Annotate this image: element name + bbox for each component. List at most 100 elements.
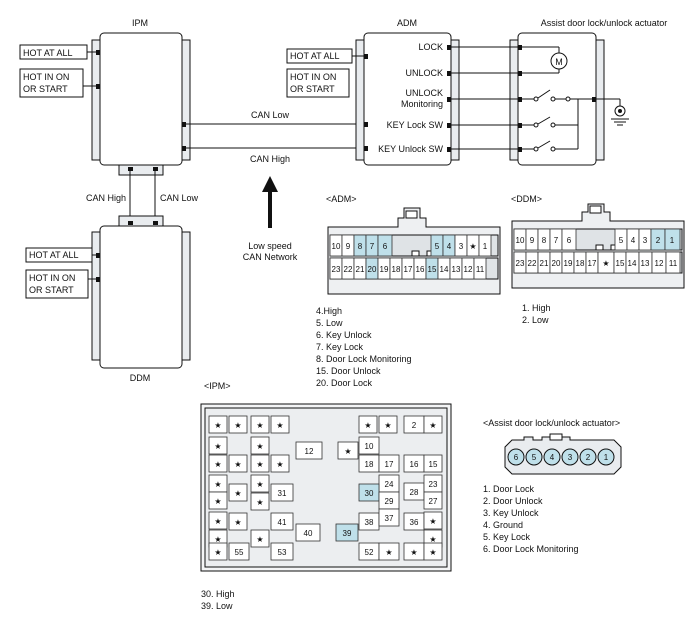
adm-title: ADM: [397, 18, 417, 28]
ddm-pin-label: 20: [552, 259, 561, 268]
adm-pin-label: 6: [383, 242, 388, 251]
adm-legend-item: 4.High: [316, 306, 342, 316]
ipm-pin: [270, 542, 294, 561]
ipm-pin-label: 55: [235, 548, 244, 557]
adm-pin-label: 23: [332, 265, 341, 274]
adm-hot-at-all-label: HOT AT ALL: [290, 51, 340, 61]
actuator-pin-label: 6: [514, 453, 519, 462]
adm-module: ADM LOCK UNLOCK UNLOCK Monitoring KEY Lo…: [355, 18, 460, 166]
ddm-pin-label: 12: [655, 259, 664, 268]
ddm-pin-label: 2: [656, 236, 661, 245]
adm-legend-item: 20. Door Lock: [316, 378, 373, 388]
can-network-label-1: Low speed: [248, 241, 292, 251]
adm-legend-item: 5. Low: [316, 318, 343, 328]
ipm-legend-item: 30. High: [201, 589, 235, 599]
can-high-label-left: CAN High: [86, 193, 126, 203]
adm-connector: <ADM> 10 9 8 7 6 5 4 3 ★ 1 23 22 21 20 1…: [316, 194, 501, 388]
ipm-pin-label: ★: [234, 460, 241, 469]
ipm-pin: [208, 542, 228, 561]
ddm-pin-label: 23: [516, 259, 525, 268]
ipm-pin: [378, 508, 400, 527]
ddm-pin-label: 19: [564, 259, 573, 268]
ground-icon: [596, 98, 629, 126]
adm-pin-label: 17: [404, 265, 413, 274]
ipm-hot-at-all-label: HOT AT ALL: [23, 48, 73, 58]
ipm-pin: [270, 454, 290, 473]
ipm-pin-label: ★: [256, 535, 263, 544]
ddm-module: DDM: [91, 215, 191, 383]
ipm-title: IPM: [132, 18, 148, 28]
ddm-pin-label: ★: [602, 259, 609, 268]
ipm-pin: [358, 436, 380, 455]
ipm-pin: [295, 523, 321, 542]
ddm-pin: [665, 251, 681, 274]
ddm-pin-label: 6: [567, 236, 572, 245]
actuator-pin: [525, 448, 543, 466]
ipm-pin: [250, 492, 270, 511]
ddm-legend-item: 2. Low: [522, 315, 549, 325]
ipm-pin-label: ★: [276, 421, 283, 430]
ipm-pin-label: 17: [385, 460, 394, 469]
adm-pin-label: 14: [440, 265, 449, 274]
ipm-pin-label: ★: [214, 548, 221, 557]
ipm-pin-label: 23: [429, 480, 438, 489]
ipm-pin-label: 38: [365, 518, 374, 527]
ipm-pin: [335, 523, 359, 542]
ipm-pin: [378, 415, 398, 434]
ddm-or-start-label: OR START: [29, 285, 74, 295]
actuator-pin: [543, 448, 561, 466]
ipm-power-hot-at-all: HOT AT ALL: [19, 44, 96, 60]
adm-pin: [478, 234, 492, 257]
actuator-pin-label: 1: [604, 453, 609, 462]
ipm-pin-label: ★: [429, 517, 436, 526]
actuator-legend-item: 2. Door Unlock: [483, 496, 543, 506]
adm-pin-label: 22: [344, 265, 353, 274]
ipm-pin: [228, 415, 248, 434]
ipm-pin-label: ★: [256, 480, 263, 489]
ddm-pin-label: 9: [530, 236, 535, 245]
adm-legend-item: 15. Door Unlock: [316, 366, 381, 376]
ddm-pin-label: 11: [669, 259, 678, 268]
ddm-pin-label: 21: [540, 259, 549, 268]
ipm-pin-label: ★: [364, 421, 371, 430]
ipm-pin-label: ★: [344, 447, 351, 456]
adm-pin-label: 19: [380, 265, 389, 274]
adm-pin-label: 7: [370, 242, 375, 251]
ipm-pin: [228, 483, 248, 502]
adm-pin-label: 20: [368, 265, 377, 274]
adm-power-hot-at-all: HOT AT ALL: [286, 48, 364, 64]
ddm-legend-item: 1. High: [522, 303, 551, 313]
adm-hot-in-on-label: HOT IN ON: [290, 72, 336, 82]
ipm-pin: [208, 454, 228, 473]
ipm-pin-label: ★: [234, 421, 241, 430]
ipm-pin-label: 28: [410, 488, 419, 497]
ipm-pin: [423, 542, 443, 561]
ddm-pin-label: 3: [643, 236, 648, 245]
ipm-pin-label: 36: [410, 518, 419, 527]
actuator-legend-item: 5. Key Lock: [483, 532, 531, 542]
actuator-pin: [579, 448, 597, 466]
ipm-pin: [250, 436, 270, 455]
ipm-pin: [228, 454, 248, 473]
actuator-pin: [597, 448, 615, 466]
ddm-title: DDM: [130, 373, 151, 383]
actuator-legend: 1. Door Lock 2. Door Unlock 3. Key Unloc…: [483, 484, 579, 554]
ddm-pin: [664, 228, 681, 251]
ipm-legend: 30. High 39. Low: [201, 589, 235, 611]
adm-or-start-label: OR START: [290, 84, 335, 94]
ipm-pin-label: 31: [278, 489, 287, 498]
ipm-pin-label: 16: [410, 460, 419, 469]
ipm-pin-label: ★: [276, 460, 283, 469]
ipm-pin: [250, 474, 270, 493]
actuator-pin-label: 5: [532, 453, 537, 462]
adm-pin-label: 15: [428, 265, 437, 274]
actuator-pins: 6 5 4 3 2 1: [507, 448, 615, 466]
ddm-pin-label: 15: [616, 259, 625, 268]
adm-pin-label: 11: [476, 265, 485, 274]
ipm-power-hot-in-on: HOT IN ON OR START: [19, 68, 96, 98]
adm-pin-label: 4: [447, 242, 452, 251]
ipm-pin: [423, 491, 443, 510]
can-low-label-top: CAN Low: [251, 110, 290, 120]
ipm-pin-label: 2: [412, 421, 417, 430]
